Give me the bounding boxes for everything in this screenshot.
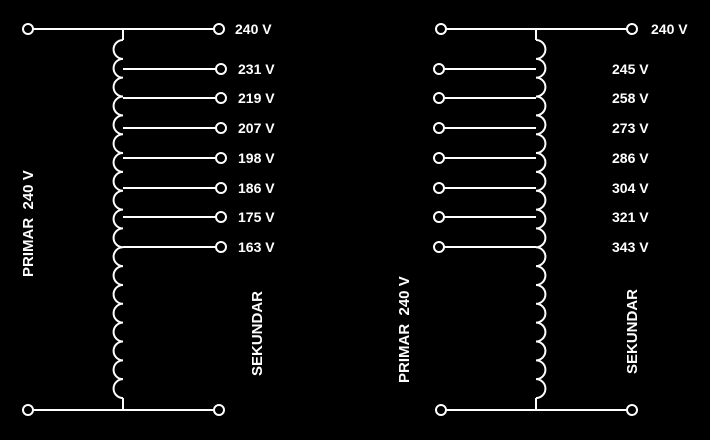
right-transformer: 240 V 245 V 258 V 273 V 286 V 304 V 321 V 343 … — [396, 21, 688, 416]
right-tap-terminal — [433, 122, 445, 134]
right-secondary-label: SEKUNDAR — [624, 289, 641, 374]
left-tap-label: 219 V — [238, 90, 275, 106]
right-tap-label: 273 V — [612, 120, 649, 136]
right-tap-terminal — [433, 182, 445, 194]
right-corner-terminal — [626, 23, 638, 35]
right-top-voltage-label: 240 V — [651, 21, 688, 37]
right-tap-terminal — [433, 241, 445, 253]
left-tap-terminal — [215, 241, 227, 253]
left-tap-label: 198 V — [238, 150, 275, 166]
right-primary-label: PRIMAR 240 V — [396, 276, 413, 383]
left-terminals — [22, 23, 227, 416]
right-terminals — [433, 23, 638, 416]
left-tap-label: 175 V — [238, 209, 275, 225]
right-corner-terminal — [435, 23, 447, 35]
left-top-voltage-label: 240 V — [235, 21, 272, 37]
left-tap-terminal — [215, 182, 227, 194]
left-primary-label: PRIMAR 240 V — [20, 170, 37, 277]
left-corner-terminal — [22, 404, 34, 416]
left-tap-terminal — [215, 152, 227, 164]
left-tap-label: 231 V — [238, 61, 275, 77]
left-coil-path — [112, 39, 124, 399]
right-wires — [441, 28, 632, 411]
right-corner-terminal — [435, 404, 447, 416]
right-tap-label: 321 V — [612, 209, 649, 225]
left-secondary-label: SEKUNDAR — [249, 291, 266, 376]
right-corner-terminal — [626, 404, 638, 416]
left-tap-label: 207 V — [238, 120, 275, 136]
right-tap-label: 286 V — [612, 150, 649, 166]
left-tap-terminal — [215, 211, 227, 223]
right-tap-terminal — [433, 211, 445, 223]
right-tap-labels: 245 V 258 V 273 V 286 V 304 V 321 V 343 V — [612, 61, 649, 255]
left-tap-labels: 231 V 219 V 207 V 198 V 186 V 175 V 163 V — [238, 61, 275, 255]
right-winding-coil — [535, 39, 547, 399]
left-corner-terminal — [213, 23, 225, 35]
right-tap-terminal — [433, 63, 445, 75]
left-tap-label: 186 V — [238, 180, 275, 196]
left-winding-coil — [112, 39, 124, 399]
left-tap-label: 163 V — [238, 239, 275, 255]
right-tap-label: 245 V — [612, 61, 649, 77]
right-tap-terminal — [433, 92, 445, 104]
left-corner-terminal — [213, 404, 225, 416]
right-tap-label: 304 V — [612, 180, 649, 196]
right-tap-label: 343 V — [612, 239, 649, 255]
left-wires — [28, 28, 219, 411]
right-tap-label: 258 V — [612, 90, 649, 106]
left-corner-terminal — [22, 23, 34, 35]
left-tap-terminal — [215, 92, 227, 104]
left-tap-terminal — [215, 63, 227, 75]
right-tap-terminal — [433, 152, 445, 164]
left-tap-terminal — [215, 122, 227, 134]
right-coil-path — [535, 39, 547, 399]
left-transformer: 240 V 231 V 219 V 207 V 198 V 186 V 175 V 163 … — [20, 21, 275, 416]
